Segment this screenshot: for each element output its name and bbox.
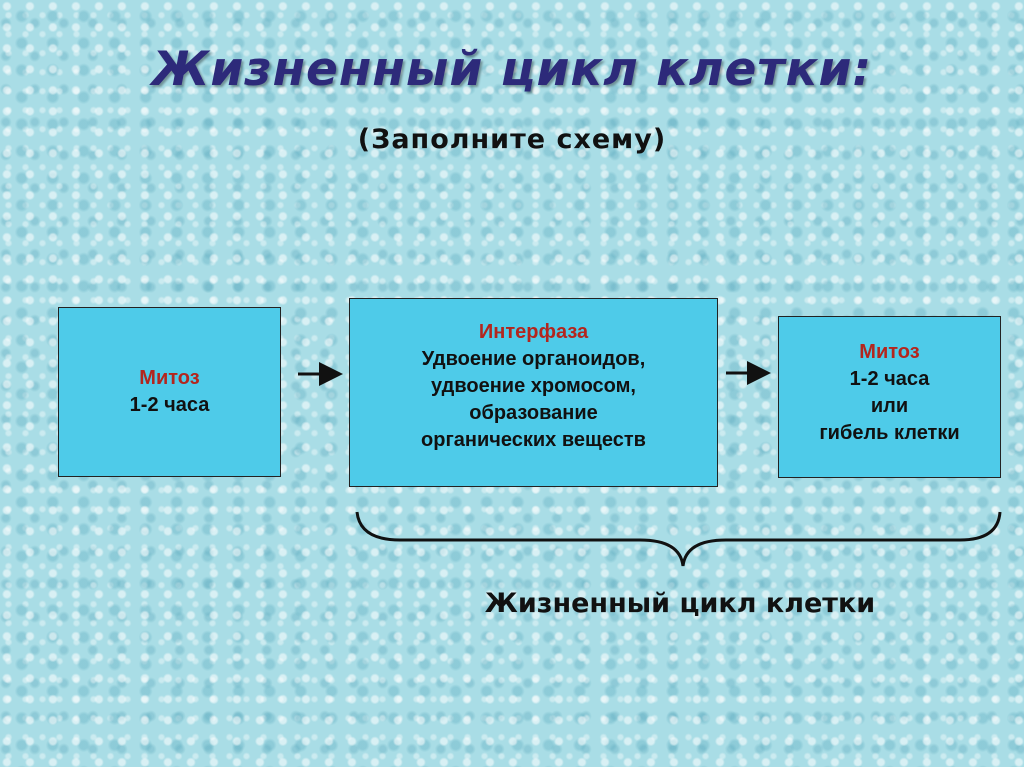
mitosis-box-first: Митоз 1-2 часа xyxy=(58,307,281,477)
page-subtitle: (Заполните схему) xyxy=(357,124,667,155)
mitosis-label: Митоз xyxy=(859,341,920,363)
mitosis-line: 1-2 часа xyxy=(849,368,930,390)
curly-brace xyxy=(355,511,1002,567)
interphase-line: Удвоение органоидов, xyxy=(421,348,646,370)
mitosis-box-second: Митоз 1-2 часа или гибель клетки xyxy=(778,316,1001,478)
interphase-line: образование xyxy=(469,402,598,424)
interphase-box: Интерфаза Удвоение органоидов, удвоение … xyxy=(349,298,718,487)
mitosis-line: или xyxy=(870,395,909,417)
diagram-caption: Жизненный цикл клетки xyxy=(484,588,876,619)
mitosis-label: Митоз xyxy=(139,367,200,389)
mitosis-duration: 1-2 часа xyxy=(129,394,210,416)
interphase-line: удвоение хромосом, xyxy=(431,375,636,397)
mitosis-line: гибель клетки xyxy=(819,422,960,444)
interphase-label: Интерфаза xyxy=(478,321,589,343)
interphase-line: органических веществ xyxy=(421,429,646,451)
page-title: Жизненный цикл клетки: xyxy=(151,42,873,97)
